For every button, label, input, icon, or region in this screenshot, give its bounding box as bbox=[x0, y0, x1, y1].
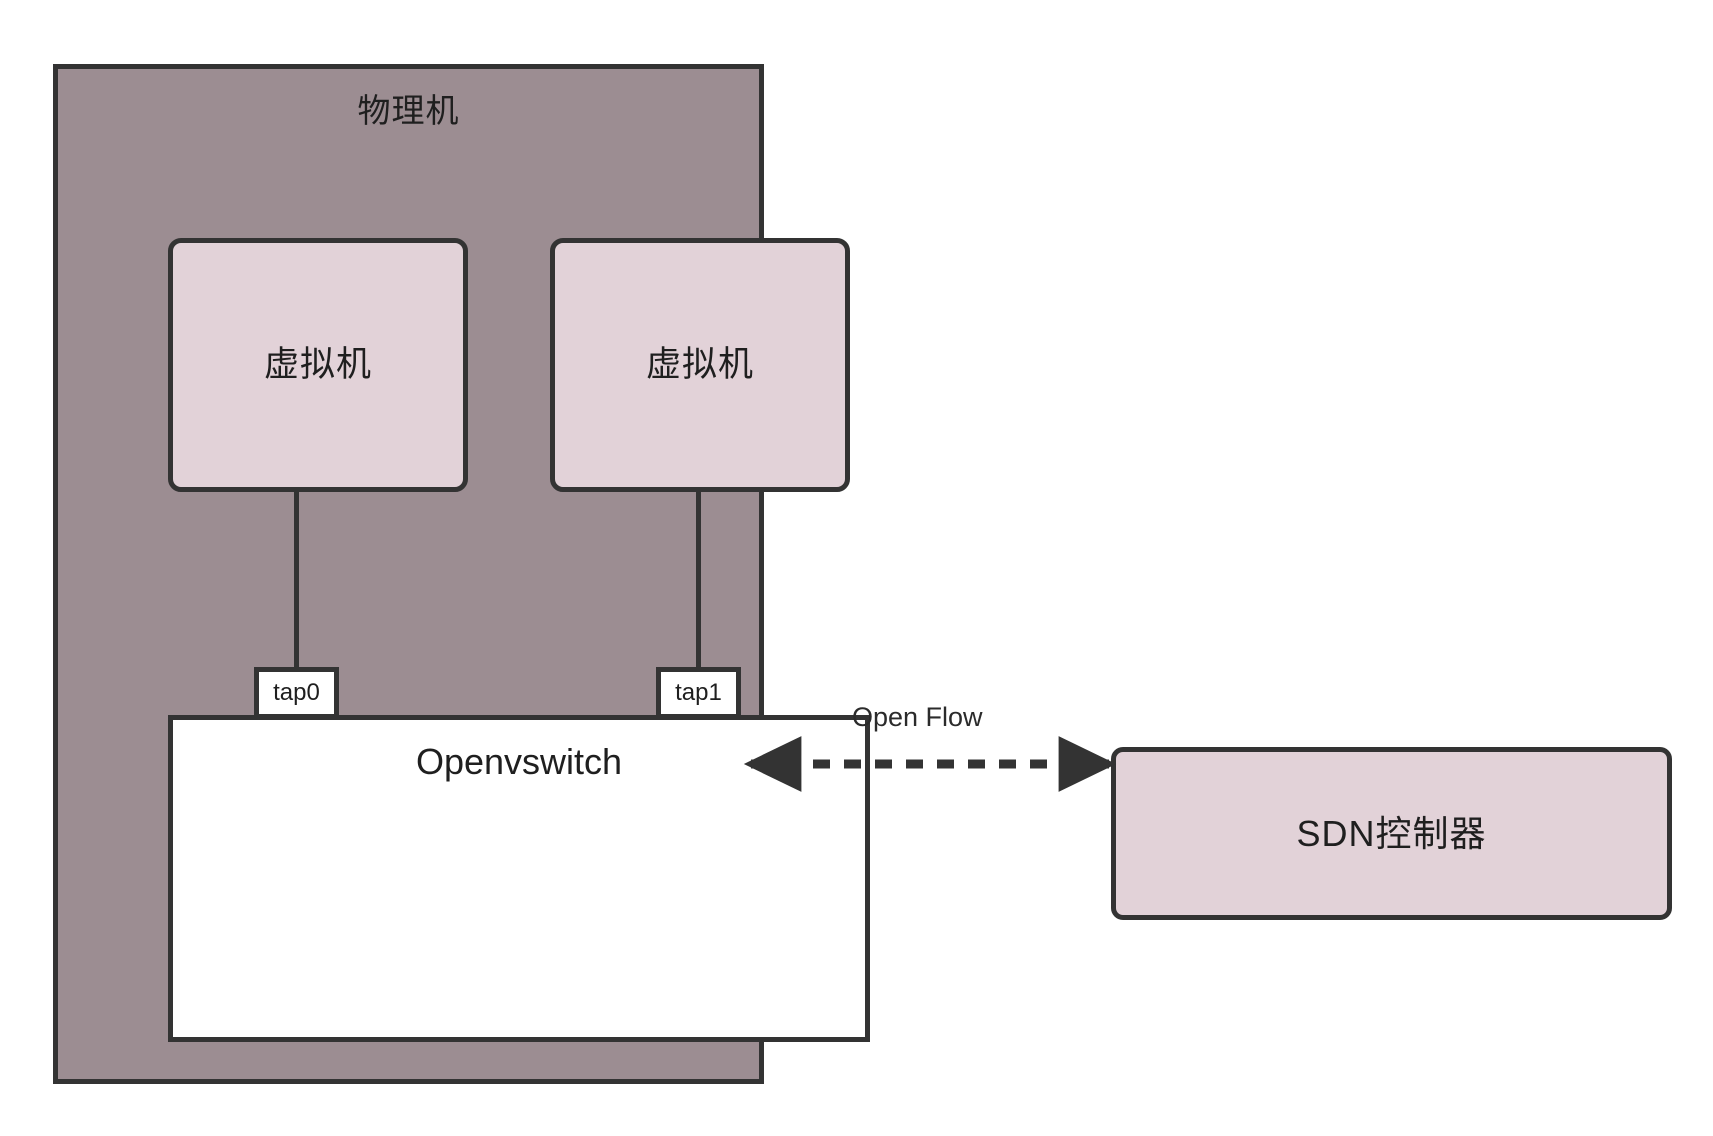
connector-vm1-to-tap0 bbox=[294, 491, 299, 671]
connector-vm2-to-tap1 bbox=[696, 491, 701, 671]
tap1-label: tap1 bbox=[675, 678, 722, 706]
openvswitch-box[interactable]: Openvswitch Flow Table bbox=[168, 715, 870, 1042]
physical-machine-label: 物理机 bbox=[357, 92, 460, 129]
virtual-machine-1-label: 虚拟机 bbox=[263, 345, 372, 384]
virtual-machine-1-box[interactable]: 虚拟机 bbox=[168, 238, 468, 492]
physical-machine-box[interactable]: 物理机 虚拟机 虚拟机 Openvswitch Flow Table tap0 … bbox=[53, 64, 870, 1084]
virtual-machine-2-box[interactable]: 虚拟机 bbox=[550, 238, 850, 492]
tap0-port-box[interactable]: tap0 bbox=[254, 667, 339, 719]
virtual-machine-2-label: 虚拟机 bbox=[645, 345, 754, 384]
openflow-link-label: Open Flow bbox=[852, 702, 983, 732]
openvswitch-label: Openvswitch bbox=[415, 741, 623, 782]
sdn-controller-box[interactable]: SDN控制器 bbox=[1111, 747, 1672, 920]
sdn-controller-label: SDN控制器 bbox=[1296, 812, 1487, 854]
tap1-port-box[interactable]: tap1 bbox=[656, 667, 741, 719]
tap0-label: tap0 bbox=[273, 678, 320, 706]
